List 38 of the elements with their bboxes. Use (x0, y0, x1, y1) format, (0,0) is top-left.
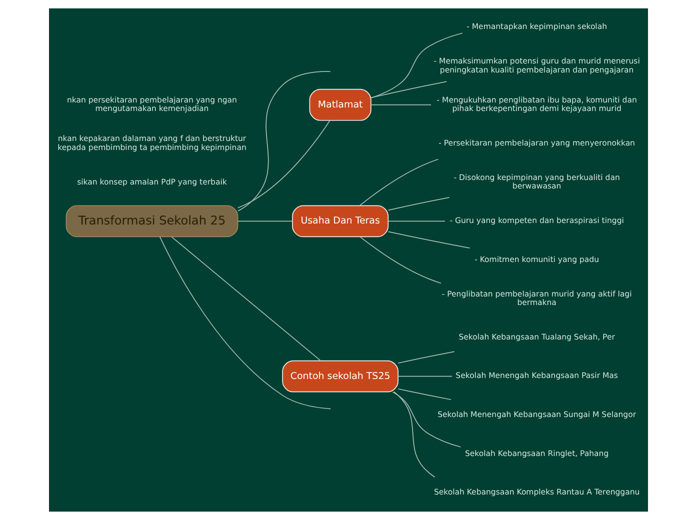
node-text: Sekolah Menengah Kebangsaan Sungai M Selangor (437, 410, 636, 420)
connector (387, 220, 445, 222)
node-text: - Mengukuhkan penglibatan ibu bapa, komuniti dan pihak berkepentingan demi kejayaan murid (436, 95, 636, 114)
connector (387, 231, 470, 248)
connector (397, 388, 451, 400)
connector (237, 220, 292, 222)
node-text: - Memaksimumkan potensi guru dan murid menerusi peningkatan kualiti pembelajaran dan pengajaran (433, 56, 640, 74)
node-text: - Memantapkan kepimpinan sekolah (466, 22, 607, 32)
node-text: Sekolah Kebangsaan Kompleks Rantau A Terengganu (433, 488, 640, 497)
node-text: - Komitmen komuniti yang padu (474, 254, 599, 264)
node-box: Contoh sekolah TS25 (282, 360, 398, 392)
node-text: nkan persekitaran pembelajaran yang ngan mengutamakan kemenjadian (66, 95, 236, 114)
connector (237, 71, 330, 212)
connector (387, 197, 450, 211)
connector (393, 391, 435, 478)
connector (358, 158, 438, 206)
node-text: - Guru yang kompeten dan beraspirasi tinggi (449, 216, 624, 226)
node-text: - Disokong kepimpinan yang berkualiti dan berwawasan (453, 173, 620, 191)
node-text: nkan kepakaran dalaman yang f dan berstruktur kepada pembimbing ta pembimbing kepimpinan (57, 134, 246, 152)
connector (359, 236, 441, 284)
connector (397, 351, 454, 364)
node-box: Transformasi Sekolah 25 (65, 205, 238, 238)
connector (370, 104, 431, 106)
node-text: Sekolah Menengah Kebangsaan Pasir Mas (455, 371, 618, 380)
connector (170, 236, 321, 362)
connector (392, 392, 461, 448)
connector (236, 120, 330, 208)
node-text: Sekolah Kebangsaan Tualang Sekah, Per (458, 332, 614, 342)
node-text: Sekolah Kebangsaan Ringlet, Pahang (464, 448, 608, 458)
connector (370, 32, 462, 98)
node-text: sikan konsep amalan PdP yang terbaik (76, 177, 226, 186)
node-text: - Penglibatan pembelajaran murid yang aktif lagi bermakna (441, 289, 632, 307)
node-box: Matlamat (308, 88, 371, 121)
connector (370, 81, 447, 98)
connector (397, 376, 452, 377)
connector (158, 236, 331, 410)
node-text: - Persekitaran pembelajaran yang menyeronokkan (438, 138, 634, 148)
node-box: Usaha Dan Teras (292, 205, 388, 238)
